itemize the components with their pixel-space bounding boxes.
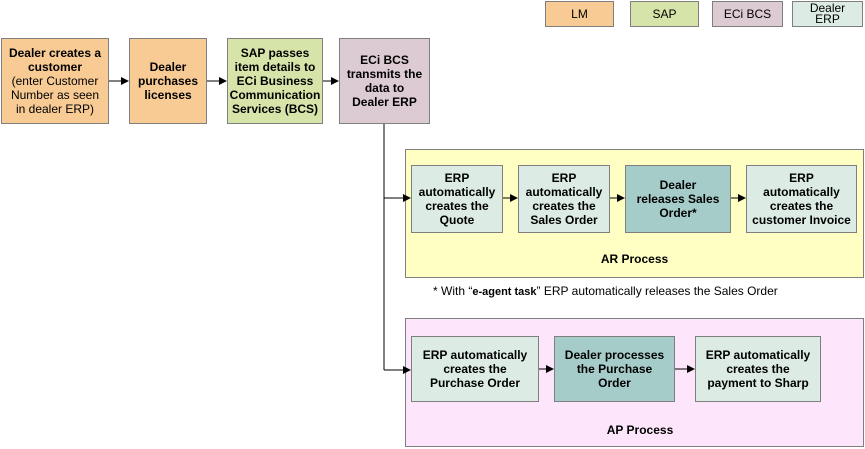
ap-step-create-purchase-order: ERP automatically creates the Purchase O…: [411, 336, 539, 402]
ar-step-create-invoice-label: ERP automatically creates the customer I…: [752, 171, 851, 227]
legend-lm: LM: [545, 1, 614, 27]
step-dealer-purchases-licenses: Dealer purchases licenses: [129, 38, 207, 124]
legend-dealer-erp: Dealer ERP: [792, 1, 863, 27]
legend-dealer-erp-line2: ERP: [815, 12, 840, 26]
footnote-suffix: ” ERP automatically releases the Sales O…: [536, 284, 778, 298]
legend-dealer-erp-line1: Dealer: [809, 1, 846, 15]
legend-lm-label: LM: [571, 7, 588, 21]
step-eci-bcs-transmits: ECi BCS transmits the data to Dealer ERP: [339, 38, 430, 124]
footnote-task: e-agent task: [472, 286, 537, 298]
ar-step-release-sales-order-label: Dealer releases Sales Order*: [636, 178, 720, 220]
step-eci-bcs-transmits-label: ECi BCS transmits the data to Dealer ERP: [346, 53, 423, 109]
step-sap-passes-item-details: SAP passes item details to ECi Business …: [227, 38, 323, 124]
legend-eci-bcs: ECi BCS: [712, 1, 783, 27]
ap-process-label: AP Process: [606, 423, 674, 437]
step-dealer-purchases-licenses-label: Dealer purchases licenses: [137, 60, 199, 102]
ap-step-process-purchase-order: Dealer processes the Purchase Order: [554, 336, 675, 402]
ap-step-create-purchase-order-label: ERP automatically creates the Purchase O…: [422, 348, 528, 390]
step-dealer-creates-customer-title: Dealer creates a customer: [8, 46, 102, 74]
footnote: * With “e-agent task” ERP automatically …: [433, 284, 778, 298]
ar-step-create-quote: ERP automatically creates the Quote: [411, 165, 503, 233]
legend-sap: SAP: [630, 1, 699, 27]
legend-sap-label: SAP: [652, 7, 677, 21]
ar-step-create-sales-order-label: ERP automatically creates the Sales Orde…: [525, 171, 603, 227]
ar-step-create-invoice: ERP automatically creates the customer I…: [746, 165, 857, 233]
footnote-prefix: * With “: [433, 284, 473, 298]
ar-process-label: AR Process: [600, 252, 669, 266]
ap-step-create-payment: ERP automatically creates the payment to…: [695, 336, 821, 402]
ap-step-create-payment-label: ERP automatically creates the payment to…: [705, 348, 811, 390]
ar-step-create-quote-label: ERP automatically creates the Quote: [418, 171, 496, 227]
ar-step-create-sales-order: ERP automatically creates the Sales Orde…: [518, 165, 610, 233]
legend-eci-bcs-label: ECi BCS: [723, 7, 772, 21]
ap-step-process-purchase-order-label: Dealer processes the Purchase Order: [564, 348, 665, 390]
ar-step-release-sales-order: Dealer releases Sales Order*: [625, 165, 731, 233]
step-dealer-creates-customer-detail: (enter Customer Number as seen in dealer…: [10, 74, 100, 116]
step-dealer-creates-customer: Dealer creates a customer (enter Custome…: [1, 38, 109, 124]
step-sap-passes-item-details-label: SAP passes item details to ECi Business …: [229, 46, 321, 116]
